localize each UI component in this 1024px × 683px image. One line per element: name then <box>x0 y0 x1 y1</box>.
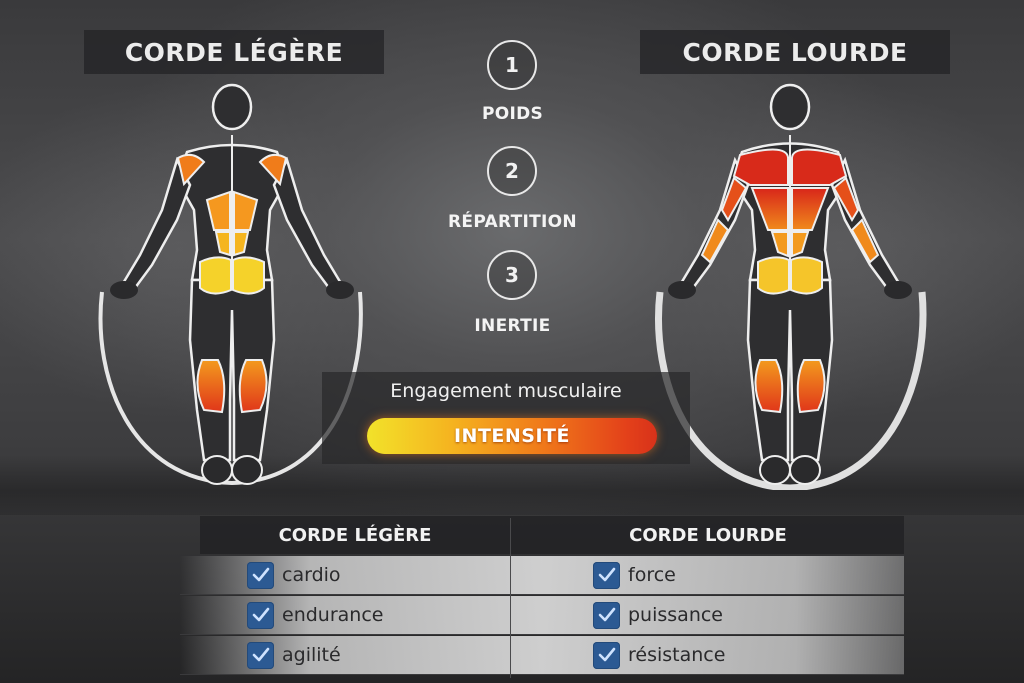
left-title: CORDE LÉGÈRE <box>124 37 344 67</box>
muscle-figure-icon <box>98 83 363 486</box>
right-title: CORDE LOURDE <box>682 37 908 67</box>
intensity-bar: INTENSITÉ <box>367 418 657 454</box>
benefit-text: puissance <box>628 604 723 626</box>
table-header: CORDE LÉGÈRE CORDE LOURDE <box>200 516 904 554</box>
benefit-text: endurance <box>282 604 384 626</box>
step-2-label: RÉPARTITION <box>448 212 577 232</box>
table-row: endurance puissance <box>180 596 904 635</box>
table-header-heavy: CORDE LOURDE <box>629 524 787 546</box>
step-1-number: 1 <box>505 53 519 77</box>
step-3-label: INERTIE <box>474 316 551 336</box>
benefit-text: agilité <box>282 644 341 666</box>
column-divider <box>510 518 511 678</box>
benefit-text: cardio <box>282 564 341 586</box>
light-benefit-cell: endurance <box>247 596 383 634</box>
engagement-title: Engagement musculaire <box>390 380 622 402</box>
step-3-circle: 3 <box>487 250 537 300</box>
light-benefit-cell: cardio <box>247 556 341 594</box>
checkbox-checked-icon <box>593 601 620 629</box>
left-title-banner: CORDE LÉGÈRE <box>84 30 384 74</box>
light-benefit-cell: agilité <box>247 636 341 674</box>
light-rope-figure <box>92 80 372 490</box>
step-1-label: POIDS <box>481 104 544 124</box>
table-row: agilité résistance <box>180 636 904 675</box>
checkbox-checked-icon <box>593 641 620 669</box>
checkbox-checked-icon <box>593 561 620 589</box>
step-1-circle: 1 <box>487 40 537 90</box>
heavy-benefit-cell: puissance <box>593 596 723 634</box>
muscle-figure-icon <box>655 83 927 492</box>
table-header-light: CORDE LÉGÈRE <box>278 524 432 546</box>
intensity-label: INTENSITÉ <box>453 425 570 447</box>
comparison-table: CORDE LÉGÈRE CORDE LOURDE cardio force e… <box>120 516 904 678</box>
step-2-circle: 2 <box>487 146 537 196</box>
step-2-number: 2 <box>505 159 519 183</box>
heavy-benefit-cell: force <box>593 556 676 594</box>
checkbox-checked-icon <box>247 601 274 629</box>
heavy-benefit-cell: résistance <box>593 636 725 674</box>
muscle-engagement-panel: Engagement musculaire INTENSITÉ <box>322 372 690 464</box>
benefit-text: résistance <box>628 644 726 666</box>
benefit-text: force <box>628 564 676 586</box>
right-title-banner: CORDE LOURDE <box>640 30 950 74</box>
checkbox-checked-icon <box>247 561 274 589</box>
checkbox-checked-icon <box>247 641 274 669</box>
step-3-number: 3 <box>505 263 519 287</box>
table-row: cardio force <box>180 556 904 595</box>
heavy-rope-figure <box>650 80 930 492</box>
